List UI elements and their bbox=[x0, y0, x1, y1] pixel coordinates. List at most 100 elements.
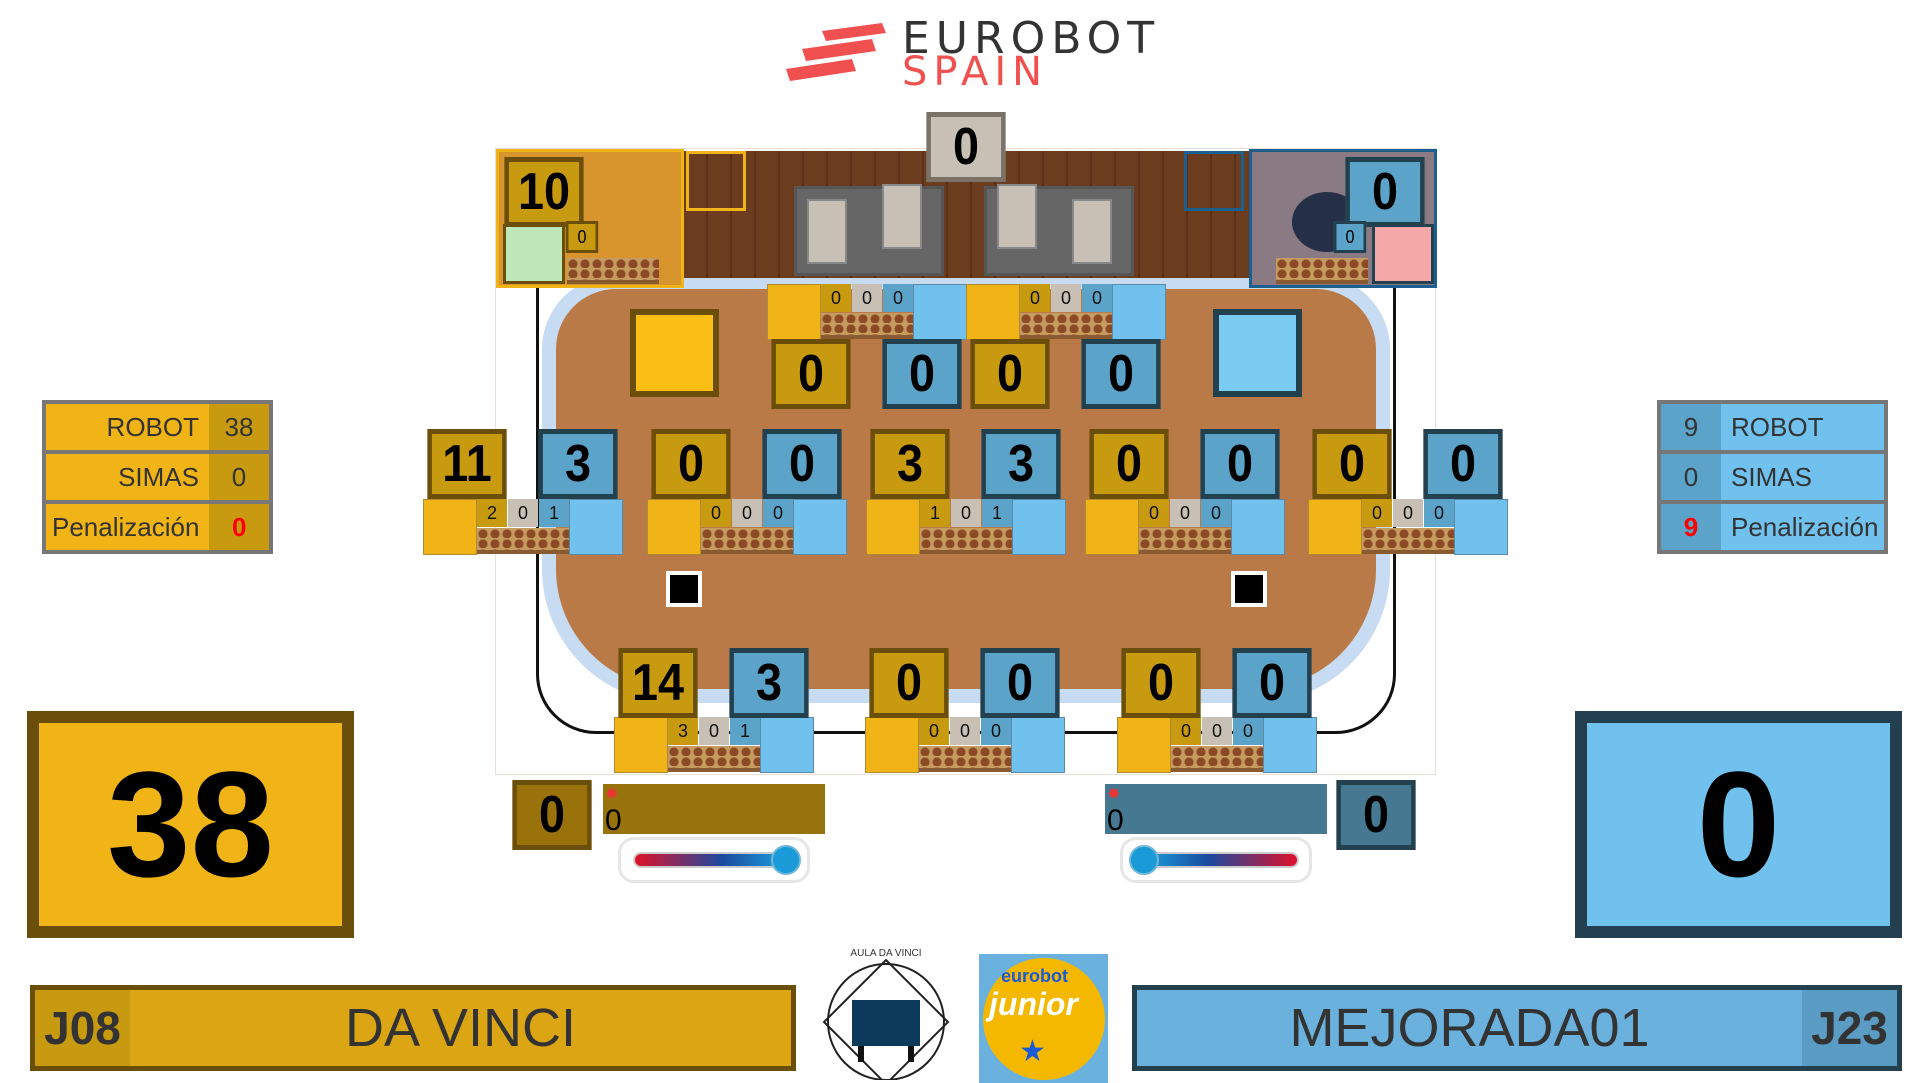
counter-cell: 0 bbox=[1393, 499, 1423, 527]
yellow-progress-bar: ✸ 0 bbox=[603, 784, 825, 837]
row-value: 38 bbox=[209, 404, 269, 450]
storage-bin bbox=[984, 184, 1134, 276]
blue-slot bbox=[793, 499, 847, 555]
counter-cell: 0 bbox=[821, 284, 851, 312]
row-value: 0 bbox=[209, 454, 269, 500]
acorn-crate-icon bbox=[701, 528, 793, 554]
acorn-crate-icon bbox=[821, 313, 913, 339]
blue-bar-value: 0 bbox=[1107, 804, 1124, 837]
yellow-score-tile: 0 bbox=[771, 339, 851, 409]
yellow-score-tile: 11 bbox=[427, 429, 507, 499]
yellow-score-tile: 0 bbox=[1089, 429, 1169, 499]
blue-slot bbox=[569, 499, 623, 555]
counter-cell: 0 bbox=[701, 499, 731, 527]
yellow-score-tile: 0 bbox=[970, 339, 1050, 409]
blue-score-tile: 0 bbox=[1232, 648, 1312, 718]
yellow-bar-value: 0 bbox=[605, 804, 622, 837]
blue-slot bbox=[1012, 499, 1066, 555]
star-icon: ★ bbox=[1019, 1035, 1046, 1068]
penalty-value: 0 bbox=[209, 504, 269, 550]
blue-slot bbox=[1454, 499, 1508, 555]
acorn-crate-icon bbox=[919, 746, 1011, 772]
counter-cell: 0 bbox=[1424, 499, 1454, 527]
counter-cell: 0 bbox=[699, 717, 729, 745]
team-name: DA VINCI bbox=[344, 998, 577, 1058]
counter-cell: 0 bbox=[1082, 284, 1112, 312]
counter-cell: 0 bbox=[1139, 499, 1169, 527]
logo-line1: EUROBOT bbox=[902, 13, 1161, 64]
counter-cell: 0 bbox=[1201, 499, 1231, 527]
blue-score-tile: 0 bbox=[980, 648, 1060, 718]
yellow-score-tile: 0 bbox=[869, 648, 949, 718]
firework-icon: ✸ bbox=[1107, 786, 1121, 803]
counter-cell: 0 bbox=[981, 717, 1011, 745]
acorn-crate-icon bbox=[920, 528, 1012, 554]
swoosh-logo-icon bbox=[786, 23, 886, 81]
counter-cell: 0 bbox=[1020, 284, 1050, 312]
yellow-slot bbox=[647, 499, 701, 555]
counter-cell: 0 bbox=[763, 499, 793, 527]
counter-cell: 2 bbox=[477, 499, 507, 527]
counter-cell: 1 bbox=[730, 717, 760, 745]
yellow-thermometer bbox=[618, 837, 810, 883]
row-label: ROBOT bbox=[1721, 404, 1884, 450]
blue-slot bbox=[1263, 717, 1317, 773]
yellow-start-zone bbox=[630, 309, 719, 397]
counter-cell: 0 bbox=[919, 717, 949, 745]
yellow-slot bbox=[865, 717, 919, 773]
blue-nest-small: 0 bbox=[1333, 221, 1367, 253]
counter-cell: 1 bbox=[920, 499, 950, 527]
aruco-marker-icon bbox=[1231, 571, 1267, 607]
counter-cell: 1 bbox=[982, 499, 1012, 527]
yellow-slot bbox=[614, 717, 668, 773]
yellow-bottom-tile: 0 bbox=[512, 780, 592, 850]
aula-da-vinci-logo: AULA DA VINCI bbox=[822, 948, 950, 1080]
counter-cell: 0 bbox=[951, 499, 981, 527]
blue-zone-marker bbox=[1184, 151, 1244, 211]
acorn-crate-icon bbox=[1362, 528, 1454, 554]
counter-cell: 0 bbox=[1233, 717, 1263, 745]
blue-score-tile: 3 bbox=[729, 648, 809, 718]
row-label: SIMAS bbox=[46, 454, 209, 500]
penalty-value: 9 bbox=[1661, 504, 1721, 550]
blue-score-tile: 0 bbox=[1423, 429, 1503, 499]
row-label: Penalización bbox=[1721, 504, 1884, 550]
yellow-slot bbox=[1085, 499, 1139, 555]
counter-cell: 1 bbox=[539, 499, 569, 527]
yellow-slot bbox=[767, 284, 821, 340]
yellow-slot bbox=[423, 499, 477, 555]
blue-total-score: 0 bbox=[1575, 711, 1902, 938]
blue-thermometer bbox=[1120, 837, 1312, 883]
blue-score-tile: 0 bbox=[1081, 339, 1161, 409]
team-name: MEJORADA01 bbox=[1289, 998, 1650, 1058]
counter-cell: 0 bbox=[1362, 499, 1392, 527]
robot-squirrel-icon bbox=[1372, 224, 1434, 284]
yellow-total-score: 38 bbox=[27, 711, 354, 938]
team-code: J08 bbox=[35, 990, 130, 1066]
yellow-slot bbox=[966, 284, 1020, 340]
logo-line2: SPAIN bbox=[902, 49, 1049, 95]
yellow-team-bar: J08 DA VINCI bbox=[30, 985, 796, 1071]
blue-slot bbox=[1011, 717, 1065, 773]
blue-slot bbox=[760, 717, 814, 773]
yellow-score-tile: 0 bbox=[651, 429, 731, 499]
junior-logo-line1: eurobot bbox=[1001, 966, 1068, 986]
blue-slot bbox=[1231, 499, 1285, 555]
row-value: 0 bbox=[1661, 454, 1721, 500]
eurobot-junior-logo: eurobot junior ★ bbox=[979, 954, 1108, 1083]
yellow-slot bbox=[1308, 499, 1362, 555]
yellow-score-tile: 14 bbox=[618, 648, 698, 718]
blue-slot bbox=[913, 284, 967, 340]
blue-slot bbox=[1112, 284, 1166, 340]
counter-cell: 0 bbox=[1170, 499, 1200, 527]
counter-cell: 0 bbox=[950, 717, 980, 745]
counter-cell: 0 bbox=[883, 284, 913, 312]
